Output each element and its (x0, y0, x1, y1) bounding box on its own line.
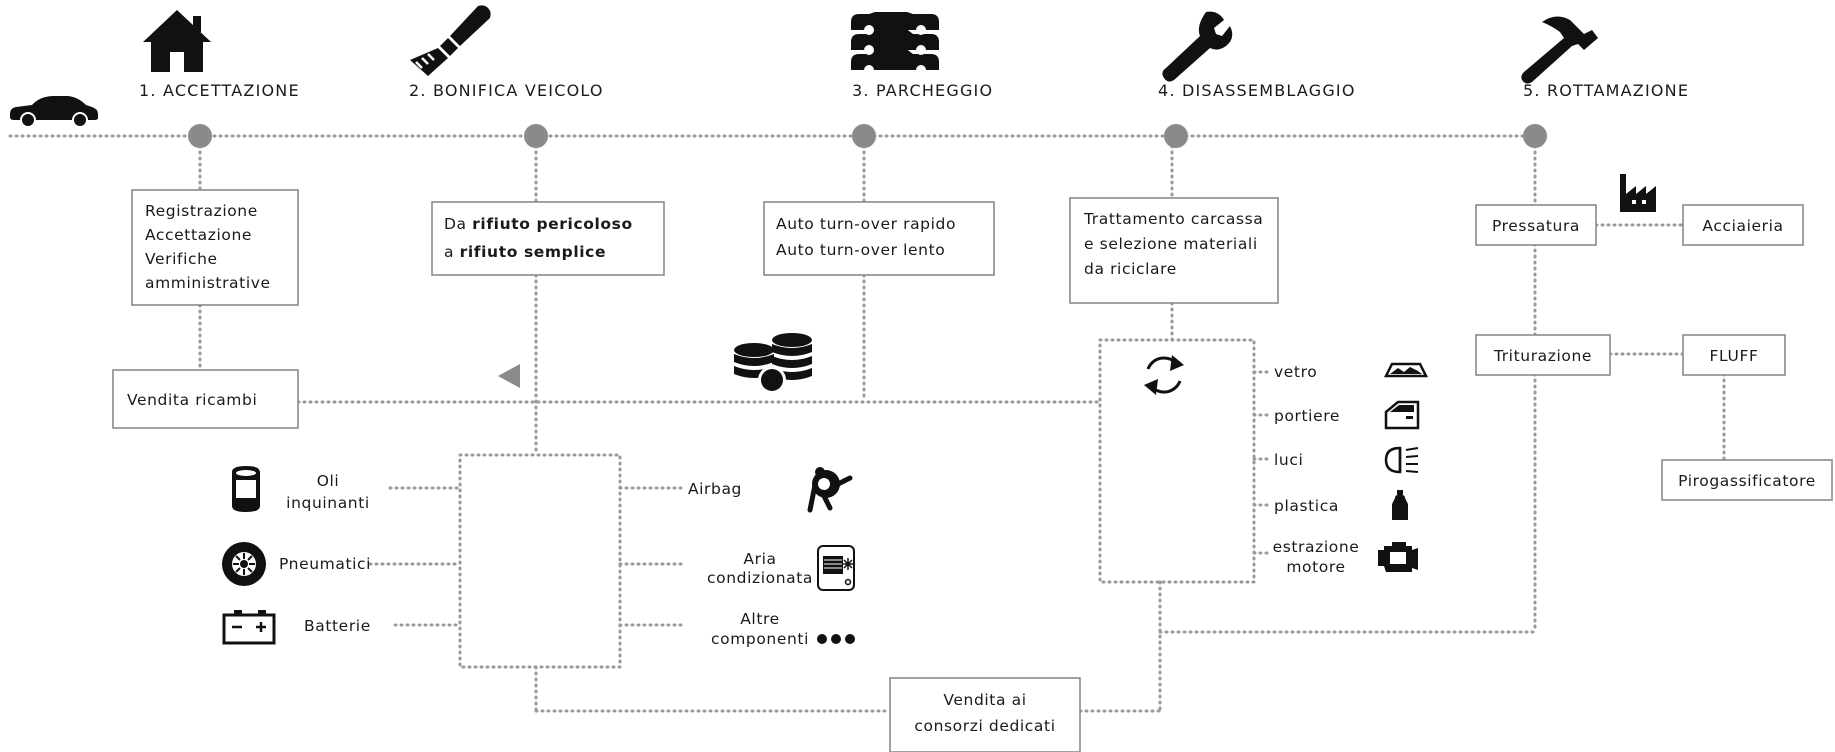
timeline-node (188, 124, 212, 148)
tire-icon (222, 542, 266, 586)
pressing-box: Pressatura (1475, 204, 1597, 246)
timeline-node (1164, 124, 1188, 148)
battery-icon (222, 610, 276, 645)
gasifier-label: Pirogassificatore (1678, 472, 1816, 490)
pressing-label: Pressatura (1492, 217, 1580, 235)
arrow-left-icon (498, 364, 520, 388)
acceptance-line: Accettazione (145, 226, 252, 244)
disassembly-line: Trattamento carcassa (1083, 210, 1263, 228)
factory-icon (1620, 174, 1656, 212)
timeline-node (524, 124, 548, 148)
shredding-label: Triturazione (1493, 347, 1592, 365)
hazard-label: Oli (317, 472, 340, 490)
connectors (8, 134, 1726, 713)
steelworks-box: Acciaieria (1682, 204, 1804, 246)
disassembly-line: e selezione materiali (1084, 235, 1258, 253)
material-label: motore (1286, 558, 1345, 576)
spare-parts-box: Vendita ricambi (112, 369, 299, 429)
stacked-cars-icon (851, 12, 939, 75)
cleanup-box: Da rifiuto pericoloso a rifiuto semplice (431, 201, 665, 276)
house-icon (143, 10, 211, 72)
timeline-nodes (188, 124, 1547, 148)
consortia-line: Vendita ai (943, 691, 1026, 709)
engine-icon (1378, 542, 1418, 572)
acceptance-line: Registrazione (145, 202, 258, 220)
recycle-icon (1144, 355, 1184, 395)
hazard-label: componenti (711, 630, 809, 648)
consortia-box: Vendita ai consorzi dedicati (889, 677, 1081, 752)
parking-box: Auto turn-over rapido Auto turn-over len… (763, 201, 995, 276)
cleanup-line-2: a rifiuto semplice (444, 243, 606, 261)
more-dots-icon (817, 634, 855, 644)
coins-icon (734, 333, 812, 394)
consortia-line: consorzi dedicati (914, 717, 1055, 735)
timeline-node (852, 124, 876, 148)
fluff-box: FLUFF (1682, 334, 1786, 376)
air-conditioner-icon (817, 545, 855, 591)
material-label: luci (1274, 451, 1303, 469)
car-icon (10, 96, 98, 126)
parking-line: Auto turn-over lento (776, 241, 945, 259)
shredding-box: Triturazione (1475, 334, 1611, 376)
parking-line: Auto turn-over rapido (776, 215, 956, 233)
step-title-scrapping: 5. ROTTAMAZIONE (1523, 81, 1689, 100)
hazard-label: Pneumatici (279, 555, 371, 573)
hazard-label: Airbag (688, 480, 742, 498)
step-title-cleanup: 2. BONIFICA VEICOLO (409, 81, 604, 100)
steelworks-label: Acciaieria (1702, 217, 1783, 235)
material-label: vetro (1274, 363, 1317, 381)
hazard-label: Altre (740, 610, 780, 628)
hazard-label: Aria (743, 550, 776, 568)
step-title-acceptance: 1. ACCETTAZIONE (139, 81, 300, 100)
airbag-icon (807, 467, 853, 513)
oil-drum-icon (232, 466, 260, 512)
spare-parts-label: Vendita ricambi (127, 391, 257, 409)
acceptance-line: amministrative (145, 274, 271, 292)
fluff-label: FLUFF (1710, 347, 1759, 365)
windshield-icon (1383, 362, 1429, 378)
headlight-icon (1384, 446, 1419, 474)
disassembly-line: da riciclare (1084, 260, 1177, 278)
wrench-icon (1162, 11, 1233, 82)
material-label: estrazione (1273, 538, 1360, 556)
step-title-disassembly: 4. DISASSEMBLAGGIO (1158, 81, 1356, 100)
timeline-node (1523, 124, 1547, 148)
hazard-label: inquinanti (286, 494, 370, 512)
material-label: plastica (1274, 497, 1339, 515)
paintbrush-icon (410, 5, 491, 76)
hammer-icon (1521, 16, 1598, 84)
car-door-icon (1384, 400, 1420, 430)
gasifier-box: Pirogassificatore (1661, 459, 1833, 501)
step-title-parking: 3. PARCHEGGIO (852, 81, 993, 100)
hazard-label: condizionata (707, 569, 813, 587)
material-label: portiere (1274, 407, 1340, 425)
acceptance-line: Verifiche (145, 250, 218, 268)
hazard-label: Batterie (304, 617, 371, 635)
cleanup-line-1: Da rifiuto pericoloso (444, 215, 633, 233)
acceptance-box: Registrazione Accettazione Verifiche amm… (131, 189, 299, 306)
plastic-bottle-icon (1392, 490, 1408, 520)
disassembly-box: Trattamento carcassa e selezione materia… (1069, 197, 1279, 304)
